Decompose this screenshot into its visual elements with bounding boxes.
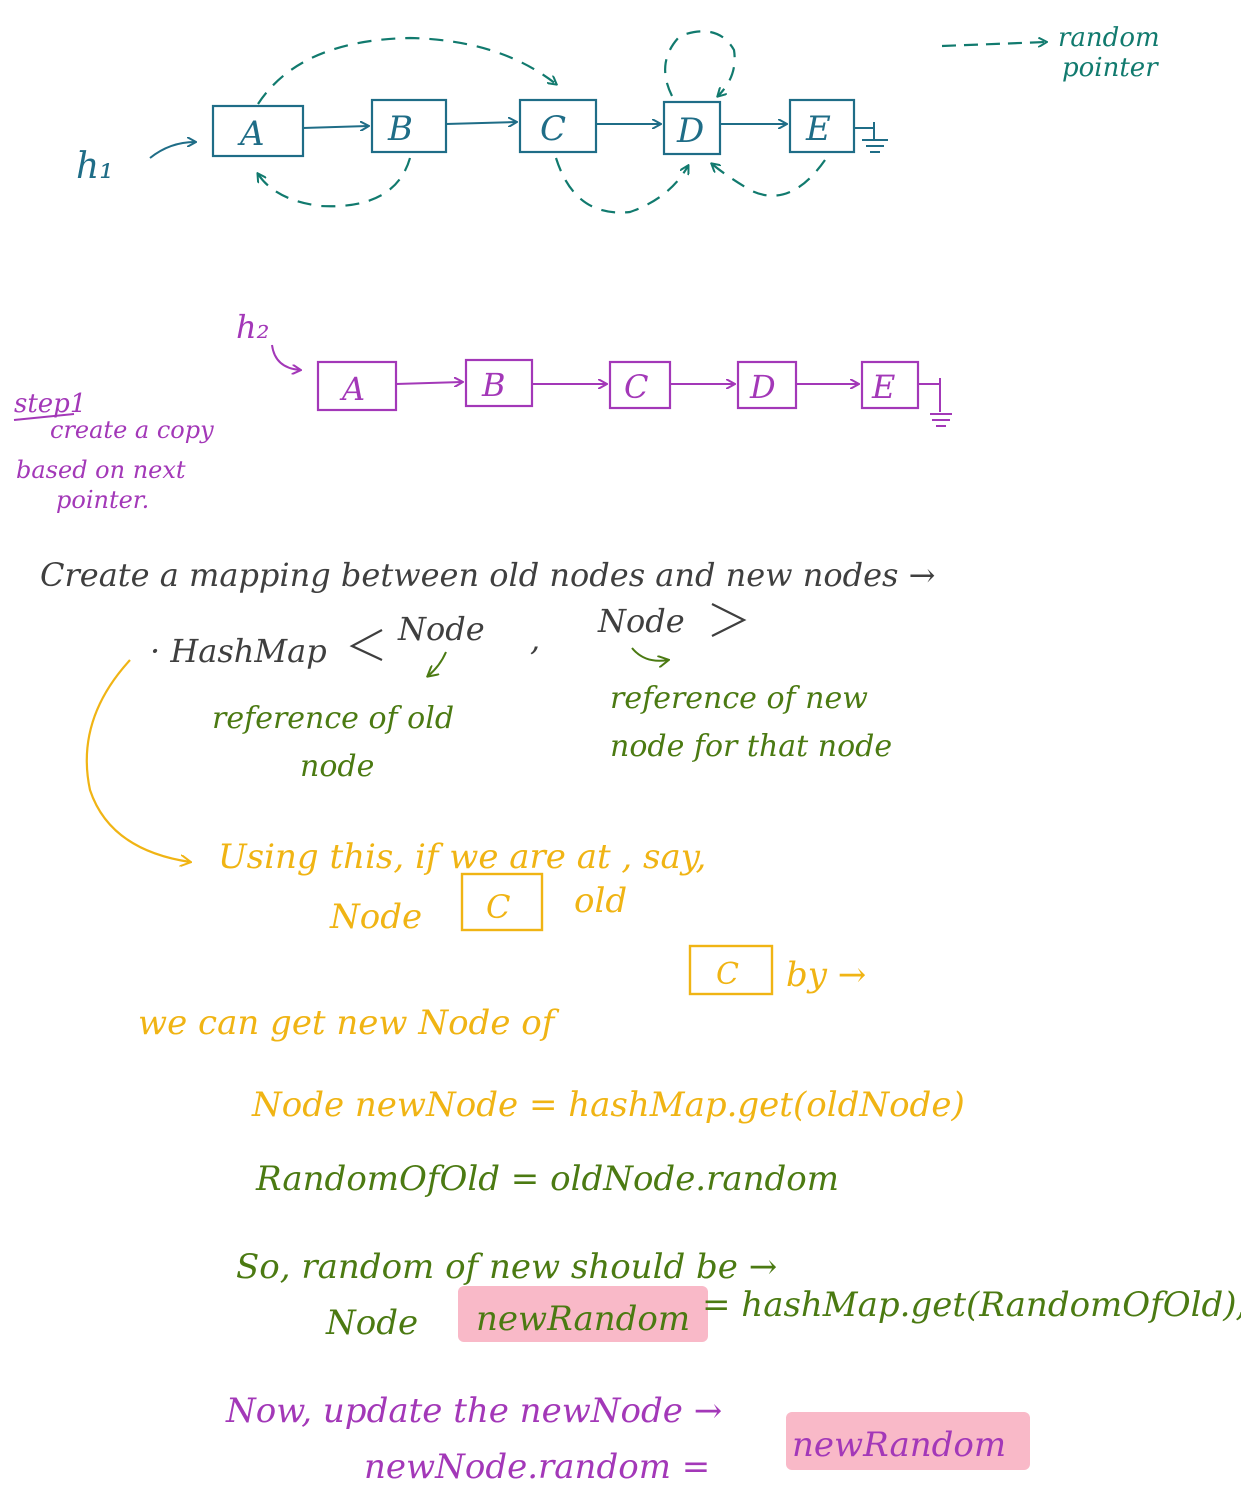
list1: h₁ A B C D E random pointer (76, 23, 1160, 214)
legend-label-line1: random (1058, 23, 1160, 53)
list1-node-a: A (237, 114, 265, 154)
list1-node-box-b (370, 98, 448, 154)
hashmap-prefix: · HashMap (150, 632, 327, 670)
key-note-line2: node (300, 749, 374, 784)
next-arrow-b-c (445, 122, 516, 124)
legend-dashed-arrow (941, 42, 1046, 46)
list2-node-c: C (624, 368, 648, 406)
explain-curve-arrow (85, 659, 190, 862)
explain-line3-text: we can get new Node of (138, 1003, 560, 1043)
hashmap-value: Node (597, 602, 685, 640)
hashmap-close-angle-icon (711, 603, 747, 637)
list1-node-box-e (788, 98, 856, 154)
next-arrow-a-b (302, 126, 368, 128)
explain-line1: Using this, if we are at , say, (218, 837, 706, 877)
hashmap-key: Node (397, 610, 485, 648)
step1-line3: pointer. (56, 486, 149, 514)
random-arrow-d-self (664, 30, 736, 96)
explain-line2-old: old (574, 881, 627, 921)
copy-null-terminator-icon (918, 378, 952, 427)
key-note-line1: reference of old (212, 701, 454, 736)
list2-node-e: E (871, 368, 895, 406)
code-new-node: Node newNode = hashMap.get(oldNode) (251, 1085, 965, 1125)
random-arrow-a-c (257, 36, 556, 105)
list2-head-label: h₂ (236, 308, 269, 346)
code-random-highlight: newRandom (476, 1299, 690, 1339)
list1-node-d: D (676, 111, 704, 151)
legend-label-line2: pointer (1062, 53, 1159, 83)
value-note-arrow (631, 647, 668, 661)
list2: h₂ A B C D E step1 create a copy based o… (13, 308, 952, 514)
hashmap-open-angle-icon (349, 629, 383, 661)
explain-line2-node: Node (329, 897, 422, 937)
new-random-highlight (458, 1286, 708, 1342)
list2-node-b: B (481, 366, 506, 404)
step1-underline (13, 413, 75, 421)
update-highlight (786, 1412, 1030, 1470)
explain-line3-by: by → (786, 955, 866, 995)
value-note-line1: reference of new (610, 681, 868, 716)
list2-node-d: D (749, 368, 776, 406)
list2-node-box-a (316, 360, 398, 412)
step1-line1: create a copy (50, 416, 214, 444)
update-code-highlight: newRandom (792, 1425, 1006, 1465)
list1-head-label: h₁ (76, 146, 114, 187)
step1-title: step1 (14, 389, 86, 419)
mapping-section: Create a mapping between old nodes and n… (40, 556, 935, 784)
null-terminator-icon (854, 122, 888, 153)
step1-line2: based on next (16, 456, 186, 484)
random-of-old-line: RandomOfOld = oldNode.random (255, 1159, 839, 1199)
explain-line2-box-label: C (486, 888, 510, 926)
random-section: RandomOfOld = oldNode.random So, random … (236, 1159, 1241, 1343)
list1-node-e: E (805, 109, 831, 149)
list1-node-box-c (518, 98, 598, 154)
key-note-arrow (428, 651, 447, 676)
code-random-prefix: Node (325, 1303, 418, 1343)
update-code-prefix: newNode.random = (364, 1447, 710, 1487)
random-of-new-line: So, random of new should be → (236, 1247, 777, 1287)
explain-line3-box (688, 944, 774, 996)
list2-node-a: A (339, 370, 365, 408)
update-section: Now, update the newNode → newNode.random… (225, 1391, 1030, 1487)
update-line: Now, update the newNode → (225, 1391, 722, 1431)
explain-line2-box (460, 872, 544, 932)
code-random-suffix: = hashMap.get(RandomOfOld); (702, 1285, 1241, 1325)
list1-node-box-d (662, 100, 722, 156)
list1-node-c: C (540, 109, 566, 149)
head2-pointer-arrow (271, 344, 300, 370)
list1-node-box-a (211, 104, 305, 158)
random-arrow-c-d (554, 157, 688, 214)
hashmap-comma: , (530, 620, 540, 658)
mapping-line: Create a mapping between old nodes and n… (40, 556, 935, 594)
list1-node-b: B (387, 109, 413, 149)
random-arrow-b-a (258, 157, 412, 208)
head-pointer-arrow (149, 142, 195, 159)
copy-next-arrow-a-b (395, 382, 462, 384)
value-note-line2: node for that node (610, 729, 892, 764)
random-arrow-e-d (712, 159, 826, 197)
explain-line3-box-label: C (716, 957, 739, 992)
explain-section: Using this, if we are at , say, Node C o… (85, 659, 965, 1125)
